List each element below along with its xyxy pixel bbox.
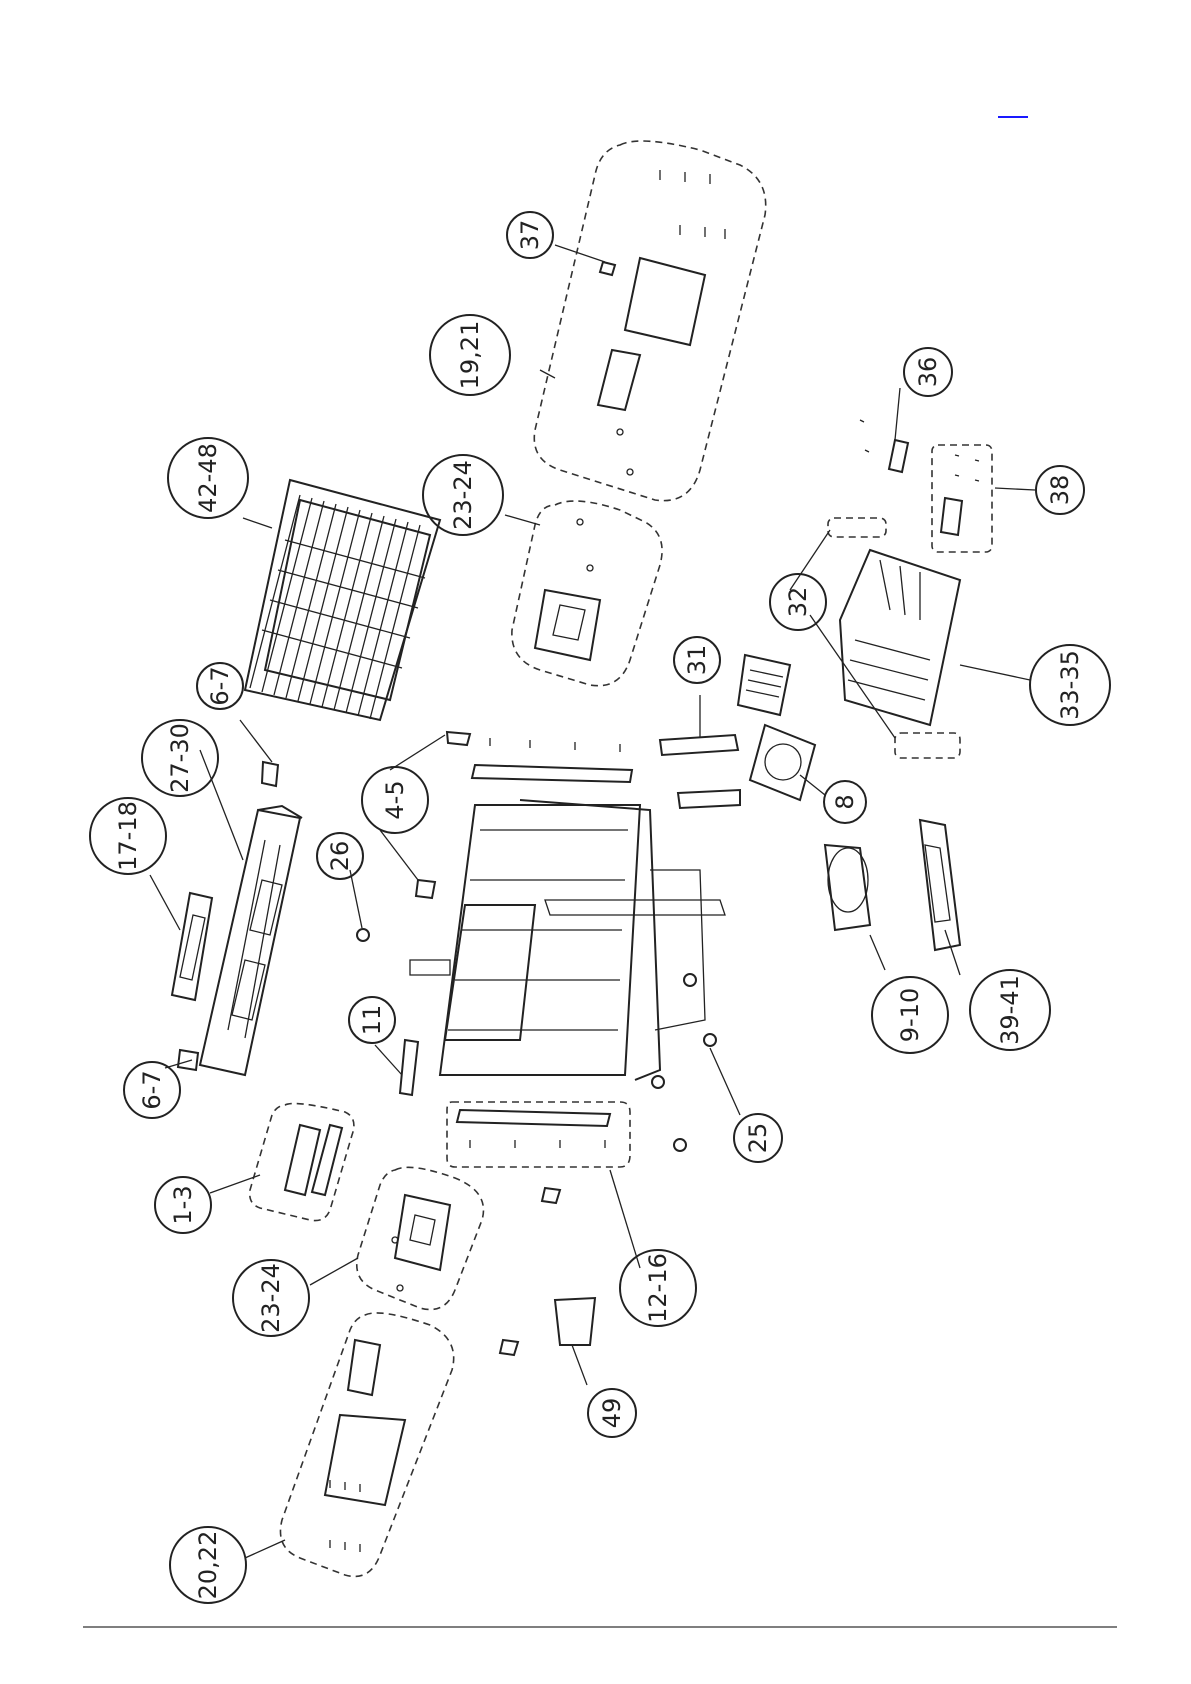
callout-38: 38 xyxy=(1036,466,1084,514)
callout-39-41: 39-41 xyxy=(970,970,1050,1050)
control-box-top xyxy=(598,170,725,475)
callout-label-6-7-top: 6-7 xyxy=(206,666,234,705)
feet xyxy=(652,974,716,1151)
callout-label-31: 31 xyxy=(683,645,711,676)
callout-label-4-5: 4-5 xyxy=(381,780,409,819)
side-bracket-31-a xyxy=(660,735,738,755)
callout-23-24-top: 23-24 xyxy=(423,455,503,535)
callout-label-23-24-top: 23-24 xyxy=(449,460,477,530)
hinge-part-top xyxy=(262,762,278,786)
callout-32: 32 xyxy=(770,574,826,630)
callout-4-5: 4-5 xyxy=(362,767,428,833)
callout-label-11: 11 xyxy=(358,1005,386,1036)
callout-6-7-top: 6-7 xyxy=(197,663,243,709)
lid-assembly xyxy=(200,806,302,1075)
callout-19-21: 19,21 xyxy=(430,315,510,395)
callout-label-39-41: 39-41 xyxy=(996,975,1024,1045)
callout-11: 11 xyxy=(349,997,395,1043)
callout-23-24-bottom: 23-24 xyxy=(233,1260,309,1336)
group-box-23-24-bottom xyxy=(357,1167,484,1309)
callout-label-8: 8 xyxy=(831,794,859,809)
switch-plate xyxy=(860,420,908,472)
callout-label-23-24-bottom: 23-24 xyxy=(257,1263,285,1333)
callout-25: 25 xyxy=(734,1114,782,1162)
side-bracket-31-b xyxy=(678,790,740,808)
callout-6-7-bottom: 6-7 xyxy=(124,1062,180,1118)
callout-17-18: 17-18 xyxy=(90,798,166,874)
callout-20-22: 20,22 xyxy=(170,1527,246,1603)
callout-9-10: 9-10 xyxy=(872,977,948,1053)
callout-8: 8 xyxy=(824,781,866,823)
hinge-part-bottom xyxy=(178,1050,198,1070)
bracket-23-24-bottom xyxy=(392,1195,450,1291)
callout-49: 49 xyxy=(588,1389,636,1437)
callout-1-3: 1-3 xyxy=(155,1177,211,1233)
callout-12-16: 12-16 xyxy=(620,1250,696,1326)
handle-assembly xyxy=(285,1125,342,1195)
callout-label-36: 36 xyxy=(914,357,942,388)
callout-label-49: 49 xyxy=(598,1398,626,1429)
small-knob xyxy=(357,929,369,941)
small-plate-b xyxy=(500,1340,518,1355)
callout-label-1-3: 1-3 xyxy=(169,1185,197,1224)
callout-label-37: 37 xyxy=(516,220,544,251)
wire-basket xyxy=(245,480,440,720)
group-box-23-24-top xyxy=(512,501,662,686)
callout-label-27-30: 27-30 xyxy=(166,723,194,793)
callout-33-35: 33-35 xyxy=(1030,645,1110,725)
callout-label-38: 38 xyxy=(1046,475,1074,506)
callout-label-33-35: 33-35 xyxy=(1056,650,1084,720)
bottom-rail xyxy=(457,1110,610,1148)
clip-part-bottom xyxy=(416,880,435,898)
callout-26: 26 xyxy=(317,833,363,879)
gasket xyxy=(172,893,212,1000)
fan xyxy=(750,725,815,800)
part-49 xyxy=(555,1298,595,1345)
callout-label-12-16: 12-16 xyxy=(644,1253,672,1323)
callout-label-20-22: 20,22 xyxy=(194,1531,222,1600)
callout-37: 37 xyxy=(507,212,553,258)
group-box-20-22 xyxy=(280,1313,453,1576)
callout-label-9-10: 9-10 xyxy=(896,988,924,1042)
small-plate-a xyxy=(542,1188,560,1203)
top-rail xyxy=(472,738,632,782)
control-box-bottom xyxy=(325,1340,405,1552)
callout-27-30: 27-30 xyxy=(142,720,218,796)
connector-panel xyxy=(941,455,979,535)
callout-label-6-7-bottom: 6-7 xyxy=(138,1070,166,1109)
compressor xyxy=(825,845,870,930)
group-box-19-21 xyxy=(534,141,765,501)
callout-label-25: 25 xyxy=(744,1123,772,1154)
heatsink xyxy=(738,655,790,715)
bracket-23-24-top xyxy=(535,519,600,660)
group-box-1-3 xyxy=(250,1104,354,1221)
rear-cover xyxy=(840,550,960,725)
cabinet-body xyxy=(410,800,725,1080)
callout-label-32: 32 xyxy=(784,587,812,618)
callout-label-19-21: 19,21 xyxy=(456,321,484,390)
group-box-32-b xyxy=(895,733,960,758)
clip-part-top xyxy=(447,732,470,745)
base-plate xyxy=(920,820,960,950)
group-box-32-a xyxy=(828,518,886,537)
group-box-38 xyxy=(932,445,992,552)
callout-label-17-18: 17-18 xyxy=(114,801,142,871)
callout-31: 31 xyxy=(674,637,720,683)
callout-36: 36 xyxy=(904,348,952,396)
callout-label-42-48: 42-48 xyxy=(194,443,222,513)
callout-42-48: 42-48 xyxy=(168,438,248,518)
callout-label-26: 26 xyxy=(326,841,354,872)
latch-part xyxy=(400,1040,418,1095)
